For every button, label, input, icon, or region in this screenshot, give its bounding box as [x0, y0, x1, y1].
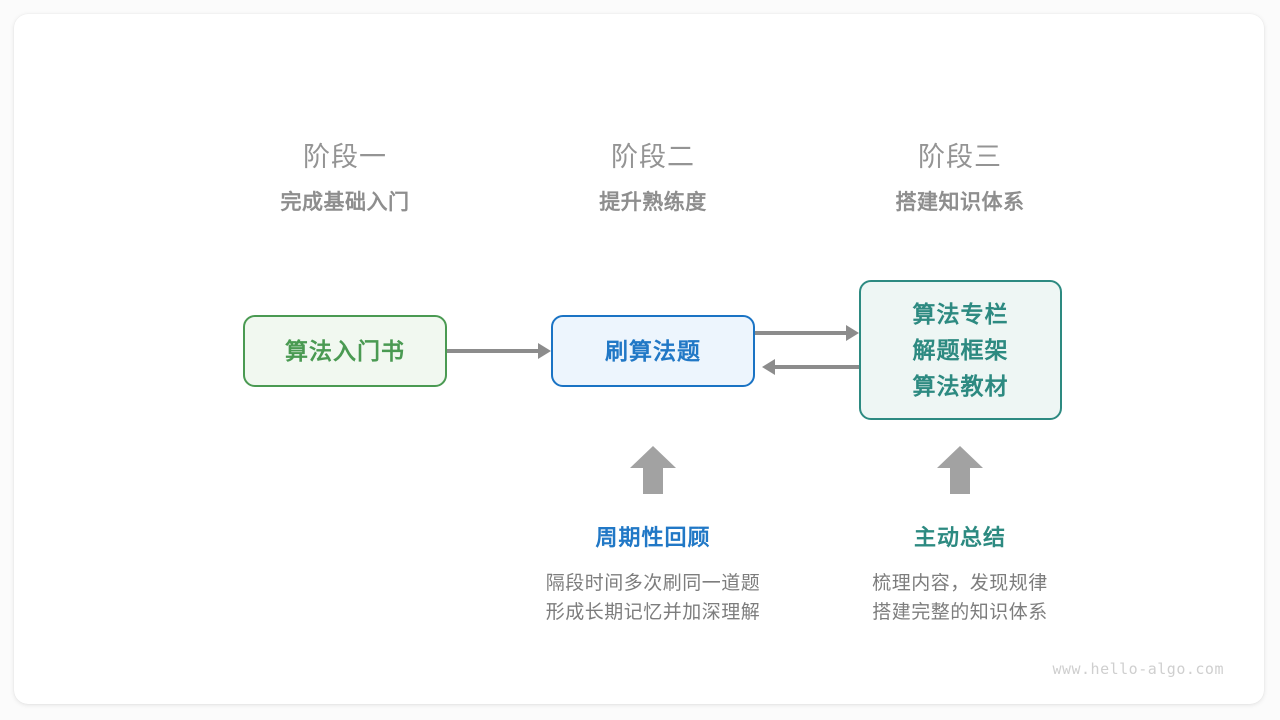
- stage-2-subtitle: 提升熟练度: [599, 191, 707, 214]
- stage-header-3: 阶段三 搭建知识体系: [830, 140, 1090, 218]
- node-intro-book-label: 算法入门书: [285, 338, 405, 364]
- up-arrow-head: [937, 446, 983, 468]
- annotation-2-desc: 梳理内容，发现规律 搭建完整的知识体系: [810, 569, 1110, 627]
- annotation-1-desc: 隔段时间多次刷同一道题 形成长期记忆并加深理解: [503, 569, 803, 627]
- annotation-2-desc-line-1: 梳理内容，发现规律: [872, 573, 1048, 594]
- up-arrow-icon-summary: [937, 446, 983, 494]
- arrow-blue-to-teal-head: [846, 325, 859, 341]
- arrow-green-to-blue-shaft: [447, 349, 538, 353]
- annotation-1-desc-line-2: 形成长期记忆并加深理解: [545, 602, 761, 623]
- arrow-green-to-blue-head: [538, 343, 551, 359]
- stage-header-1: 阶段一 完成基础入门: [215, 140, 475, 218]
- up-arrow-head: [630, 446, 676, 468]
- node-practice-problems: 刷算法题: [551, 315, 755, 387]
- annotation-1-desc-line-1: 隔段时间多次刷同一道题: [545, 573, 761, 594]
- stage-2-title: 阶段二: [611, 142, 695, 172]
- annotation-2-desc-line-2: 搭建完整的知识体系: [872, 602, 1048, 623]
- node-knowledge-line-2: 解题框架: [912, 337, 1009, 363]
- annotation-periodic-review: 周期性回顾 隔段时间多次刷同一道题 形成长期记忆并加深理解: [503, 523, 803, 627]
- node-knowledge-line-3: 算法教材: [912, 373, 1009, 399]
- node-intro-book: 算法入门书: [243, 315, 447, 387]
- annotation-active-summary: 主动总结 梳理内容，发现规律 搭建完整的知识体系: [810, 523, 1110, 627]
- up-arrow-shaft: [643, 466, 663, 494]
- annotation-2-title: 主动总结: [913, 525, 1006, 550]
- stage-1-subtitle: 完成基础入门: [280, 191, 410, 214]
- up-arrow-icon-review: [630, 446, 676, 494]
- annotation-1-title: 周期性回顾: [595, 525, 711, 550]
- up-arrow-shaft: [950, 466, 970, 494]
- arrow-blue-to-teal-shaft: [755, 331, 846, 335]
- stage-1-title: 阶段一: [303, 142, 387, 172]
- node-knowledge-line-1: 算法专栏: [912, 301, 1009, 327]
- arrow-teal-to-blue-shaft: [775, 365, 859, 369]
- diagram-card: 阶段一 完成基础入门 阶段二 提升熟练度 阶段三 搭建知识体系 算法入门书 刷算…: [14, 14, 1264, 704]
- arrow-teal-to-blue-head: [762, 359, 775, 375]
- stage-3-subtitle: 搭建知识体系: [895, 191, 1025, 214]
- stage-header-2: 阶段二 提升熟练度: [523, 140, 783, 218]
- footer-url: www.hello-algo.com: [1052, 660, 1224, 678]
- stage-3-title: 阶段三: [918, 142, 1002, 172]
- node-practice-problems-label: 刷算法题: [605, 338, 701, 364]
- node-knowledge-resources: 算法专栏 解题框架 算法教材: [859, 280, 1062, 420]
